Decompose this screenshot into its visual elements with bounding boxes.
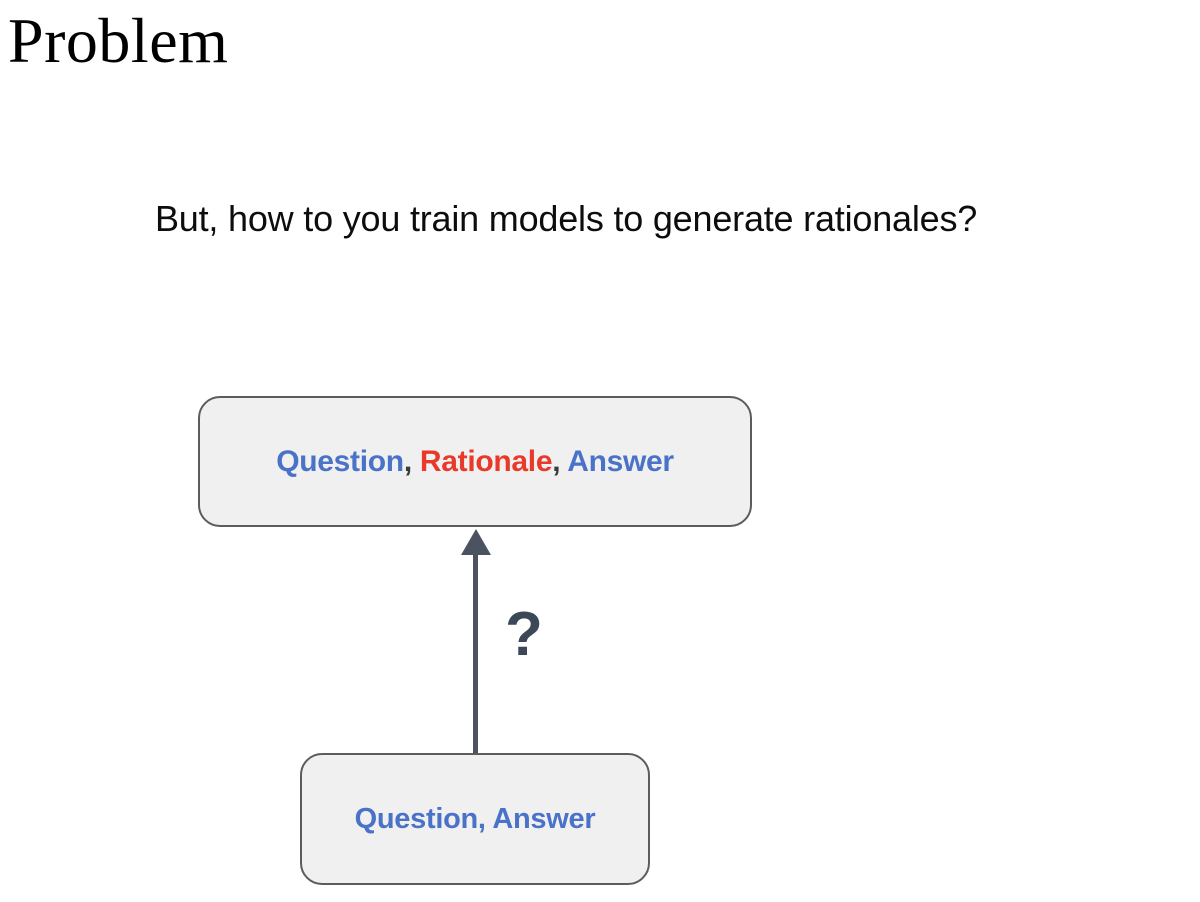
token-comma-2: , xyxy=(552,444,568,478)
arrow-label-question-mark: ? xyxy=(505,600,543,669)
token-comma-1: , xyxy=(477,802,493,835)
arrow-shaft xyxy=(473,552,478,755)
node-label-question-answer: Question, Answer xyxy=(355,803,596,836)
slide-subtitle-question: But, how to you train models to generate… xyxy=(155,198,978,239)
token-question: Question xyxy=(354,802,479,835)
diagram-node-question-rationale-answer: Question, Rationale, Answer xyxy=(198,396,752,527)
node-label-question-rationale-answer: Question, Rationale, Answer xyxy=(276,445,674,479)
token-question: Question xyxy=(276,444,404,478)
token-rationale: Rationale xyxy=(419,444,553,478)
arrow-head-up-icon xyxy=(461,529,491,555)
token-comma-1: , xyxy=(403,444,420,478)
token-answer: Answer xyxy=(492,802,596,835)
page-title: Problem xyxy=(8,5,229,76)
token-answer: Answer xyxy=(567,444,674,478)
diagram-node-question-answer: Question, Answer xyxy=(300,753,650,885)
